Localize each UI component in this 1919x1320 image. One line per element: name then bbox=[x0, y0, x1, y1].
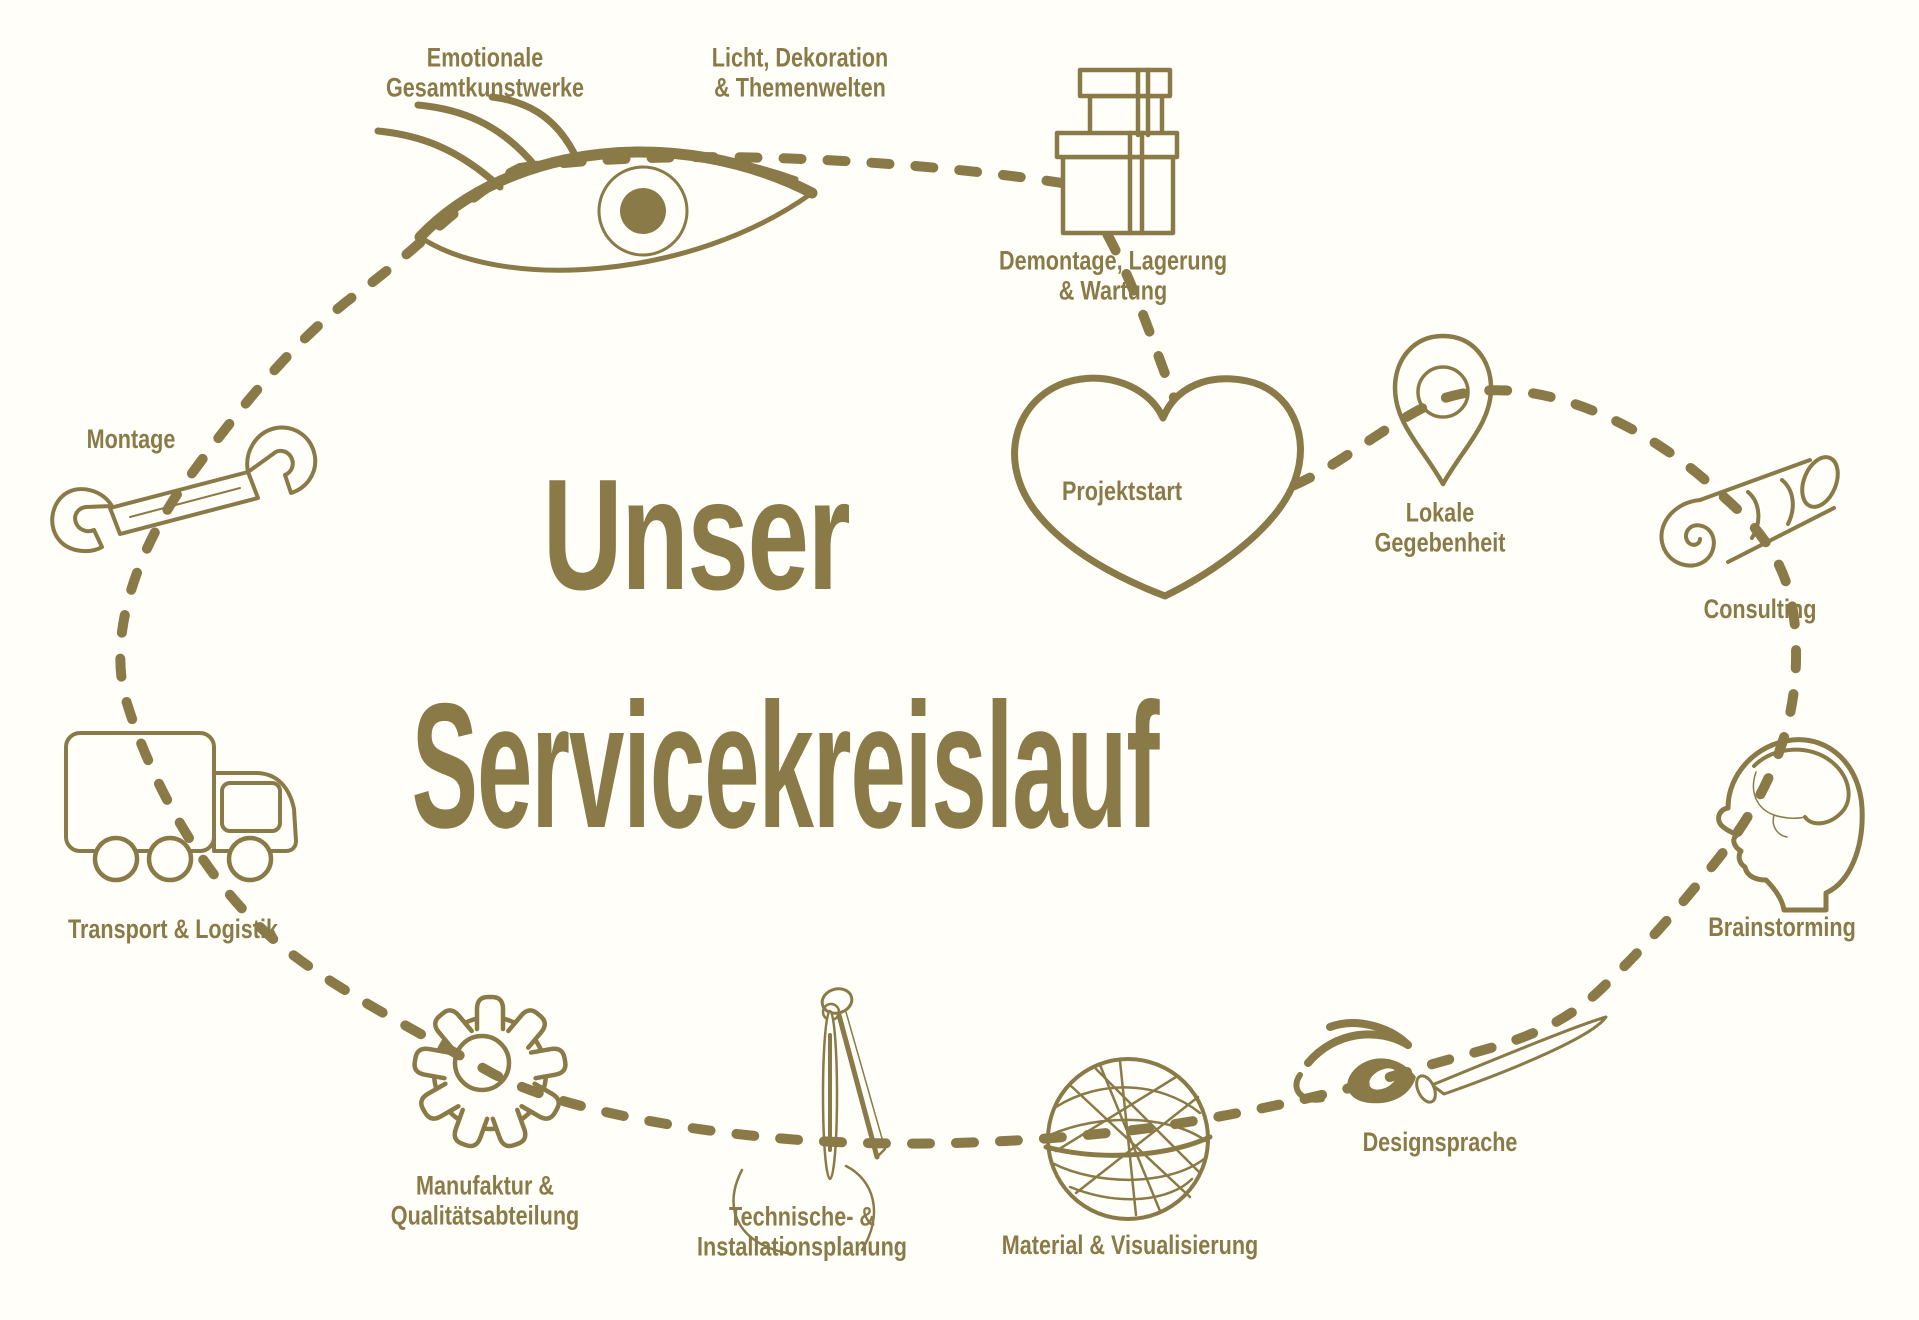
label-line-1: Designsprache bbox=[1362, 1127, 1518, 1158]
label-line-2: Gesamtkunstwerke bbox=[385, 72, 585, 102]
label-line-1: Transport & Logistik bbox=[67, 914, 279, 945]
sphere-icon bbox=[1043, 1057, 1213, 1221]
station-label-emotionale-gesamtkunstwerke: Emotionale Gesamtkunstwerke bbox=[386, 43, 584, 102]
label-line-2: Installationsplanung bbox=[696, 1231, 908, 1261]
station-label-consulting: Consulting bbox=[1703, 594, 1817, 625]
gift-boxes-icon bbox=[1054, 67, 1180, 236]
head-brain-icon bbox=[1716, 737, 1865, 913]
page-title-line2: Servicekreislauf bbox=[411, 666, 1160, 865]
station-label-material-visualisierung: Material & Visualisierung bbox=[1001, 1230, 1259, 1261]
label-line-1: Emotionale bbox=[426, 42, 544, 73]
label-line-1: Technische- & bbox=[728, 1201, 876, 1232]
eye-icon bbox=[374, 93, 818, 273]
truck-icon bbox=[64, 731, 298, 883]
station-label-lokale-gegebenheit: Lokale Gegebenheit bbox=[1375, 498, 1506, 557]
label-line-1: Consulting bbox=[1703, 594, 1817, 625]
page-title-line1: Unser bbox=[542, 447, 851, 623]
station-label-brainstorming: Brainstorming bbox=[1708, 912, 1856, 943]
service-cycle-dashed-path bbox=[115, 152, 1802, 1149]
station-label-demontage-lagerung: Demontage, Lagerung & Wartung bbox=[999, 246, 1227, 305]
label-line-1: Montage bbox=[86, 424, 176, 455]
wrench-icon bbox=[50, 425, 318, 554]
label-line-2: Qualitätsabteilung bbox=[390, 1200, 580, 1230]
eye-pupil bbox=[620, 188, 666, 234]
station-label-manufaktur-qualitaetsabteilung: Manufaktur & Qualitätsabteilung bbox=[391, 1171, 579, 1230]
station-label-transport-logistik: Transport & Logistik bbox=[67, 914, 279, 945]
label-line-1: Projektstart bbox=[1061, 476, 1183, 507]
label-line-1: Licht, Dekoration bbox=[711, 42, 889, 73]
compass-label-arcs bbox=[732, 1164, 876, 1256]
label-line-1: Lokale bbox=[1405, 497, 1475, 528]
heart-icon bbox=[1011, 374, 1304, 600]
station-label-technische-installationsplanung: Technische- & Installationsplanung bbox=[697, 1202, 907, 1261]
label-line-1: Brainstorming bbox=[1708, 912, 1856, 943]
label-line-1: Demontage, Lagerung bbox=[998, 245, 1228, 276]
station-label-licht-dekoration: Licht, Dekoration & Themenwelten bbox=[712, 43, 888, 102]
label-line-2: & Themenwelten bbox=[714, 72, 886, 102]
station-label-montage: Montage bbox=[86, 424, 176, 455]
station-label-projektstart: Projektstart bbox=[1061, 476, 1183, 507]
label-line-1: Manufaktur & bbox=[415, 1170, 554, 1201]
drafting-compass-icon bbox=[820, 987, 887, 1181]
station-label-designsprache: Designsprache bbox=[1362, 1127, 1518, 1158]
label-line-1: Material & Visualisierung bbox=[1001, 1230, 1259, 1261]
label-line-2: & Wartung bbox=[1058, 275, 1168, 305]
paper-roll-icon bbox=[1659, 455, 1840, 568]
label-line-2: Gegebenheit bbox=[1374, 527, 1506, 557]
